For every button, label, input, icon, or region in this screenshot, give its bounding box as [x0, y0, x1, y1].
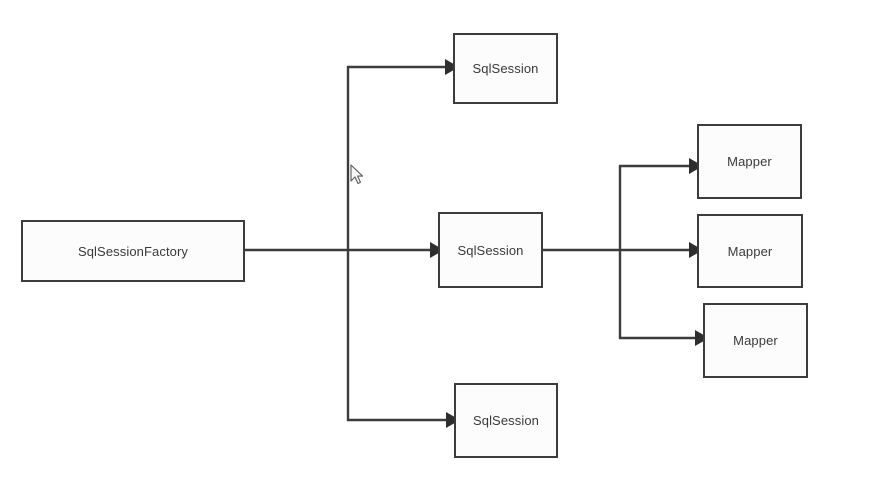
- node-sql-session-top[interactable]: SqlSession: [453, 33, 558, 104]
- mouse-cursor-icon: [350, 164, 364, 185]
- node-label: Mapper: [727, 243, 773, 259]
- edge-trunk-to-mapper-bottom: [618, 250, 695, 340]
- edge-trunk-to-session-bottom: [346, 250, 446, 422]
- node-mapper-bottom[interactable]: Mapper: [703, 303, 808, 378]
- node-label: Mapper: [727, 154, 772, 169]
- node-sql-session-factory[interactable]: SqlSessionFactory: [21, 220, 245, 282]
- edge-trunk-to-session-top: [346, 65, 445, 250]
- edge-trunk-to-mapper-top: [618, 164, 689, 250]
- node-sql-session-middle[interactable]: SqlSession: [438, 212, 543, 288]
- node-mapper-top[interactable]: Mapper: [697, 124, 802, 199]
- node-sql-session-bottom[interactable]: SqlSession: [454, 383, 558, 458]
- node-label: SqlSession: [472, 61, 539, 76]
- node-label: SqlSession: [457, 242, 524, 258]
- node-label: SqlSessionFactory: [77, 243, 189, 259]
- node-mapper-middle[interactable]: Mapper: [697, 214, 803, 288]
- node-label: SqlSession: [472, 413, 540, 428]
- node-label: Mapper: [733, 333, 778, 348]
